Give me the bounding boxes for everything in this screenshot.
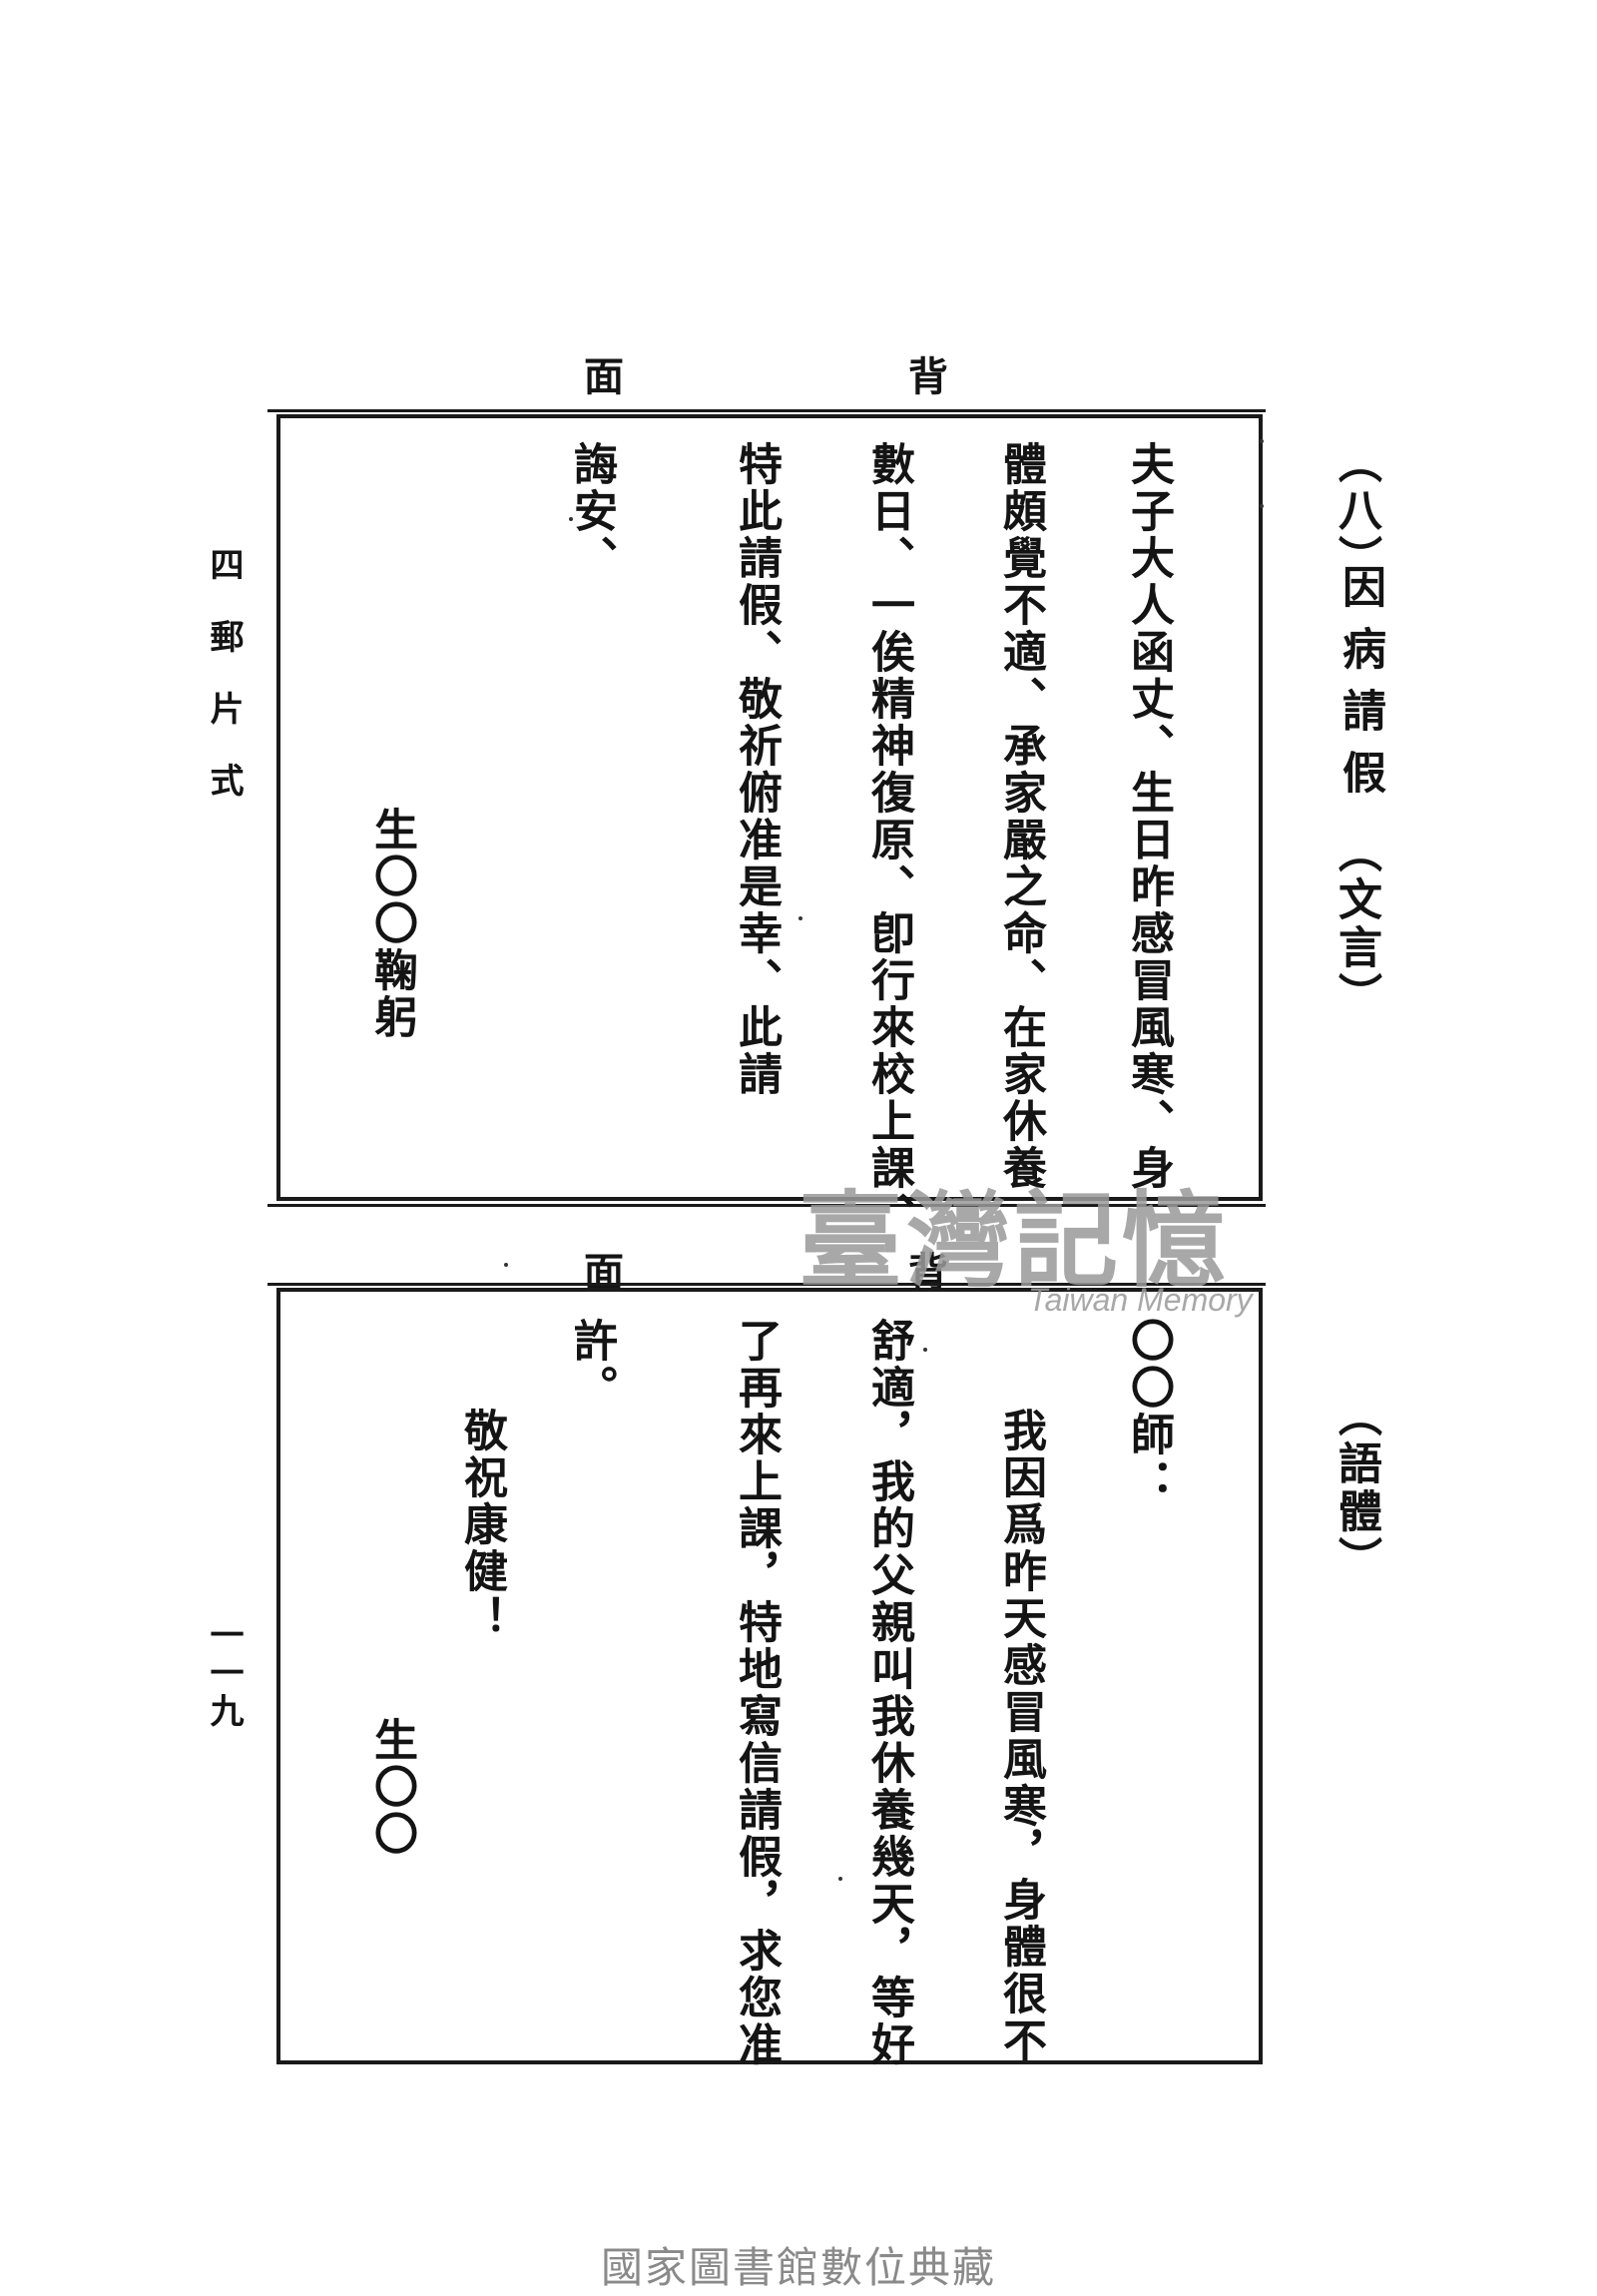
speck <box>504 1263 508 1267</box>
classical-frame-top-rule <box>267 409 1266 412</box>
classical-frame-bottom-rule <box>267 1204 1266 1207</box>
vernacular-col-2: 我因爲昨天感冒風寒，身體很不 <box>995 1408 1046 2064</box>
top-back-label: 背 <box>908 353 950 400</box>
footer-credit: 國家圖書館數位典藏 <box>600 2243 996 2292</box>
vernacular-col-4: 了再來上課，特地寫信請假，求您准 <box>731 1318 782 2068</box>
classical-col-1: 夫子大人函丈、生日昨感冒風寒、身 <box>1123 441 1174 1192</box>
speck <box>1260 439 1264 443</box>
speck <box>798 916 802 920</box>
vernacular-frame-top-rule <box>267 1283 1266 1286</box>
classical-tag: （文言） <box>1331 829 1381 1020</box>
top-face-label: 面 <box>584 353 626 400</box>
taiwan-memory-watermark: 臺灣記憶 Taiwan Memory <box>798 1156 1298 1326</box>
speck <box>569 517 573 521</box>
series-label: 四郵片式 <box>204 547 244 835</box>
section-number: （八） <box>1331 439 1381 583</box>
speck <box>923 1348 927 1352</box>
vernacular-signature: 生〇〇 <box>366 1717 417 1858</box>
vernacular-postcard-frame <box>276 1288 1263 2064</box>
watermark-sub: Taiwan Memory <box>1028 1282 1253 1318</box>
vernacular-col-3: 舒適，我的父親叫我休養幾天，等好 <box>863 1318 914 2068</box>
vernacular-col-5: 許。 <box>566 1318 617 1412</box>
page-number: 一一九 <box>204 1617 244 1731</box>
section-title: 因病請假 <box>1334 564 1385 812</box>
classical-signature: 生〇〇鞠躬 <box>366 807 417 1041</box>
classical-col-4: 特此請假、敬祈俯准是幸、此請 <box>731 441 782 1098</box>
speck <box>1260 504 1264 508</box>
vernacular-closing: 敬祝康健！ <box>456 1408 507 1642</box>
classical-col-5: 誨安、 <box>566 441 617 582</box>
vernacular-tag: （語體） <box>1331 1393 1381 1584</box>
classical-col-2: 體頗覺不適、承家嚴之命、在家休養 <box>995 441 1046 1192</box>
speck <box>838 1877 842 1881</box>
classical-col-3: 數日、一俟精神復原、卽行來校上課、 <box>863 441 914 1239</box>
watermark-main: 臺灣記憶 <box>798 1179 1231 1302</box>
classical-postcard-frame <box>276 414 1263 1201</box>
vernacular-col-1: 〇〇師： <box>1123 1318 1174 1505</box>
